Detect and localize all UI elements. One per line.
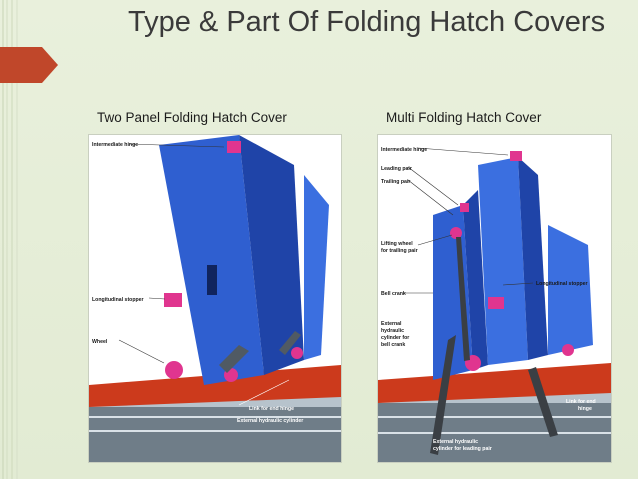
hinge-icon [227, 141, 241, 153]
label-ext-1: External [381, 321, 402, 327]
label-lifting-wheel-2: for trailing pair [381, 248, 418, 254]
label-ext-2: hydraulic [381, 328, 404, 334]
label-longitudinal-stopper-multi: Longitudinal stopper [536, 281, 588, 287]
two-panel-hatch-image: Intermediate hinge Longitudinal stopper … [88, 134, 342, 463]
label-longitudinal-stopper: Longitudinal stopper [92, 297, 144, 303]
caption-multi-folding: Multi Folding Hatch Cover [386, 110, 542, 125]
label-trailing-pair: Trailing pair [381, 179, 410, 185]
label-ext-3: cylinder for [381, 335, 409, 341]
caption-two-panel: Two Panel Folding Hatch Cover [97, 110, 287, 125]
label-leading-pair: Leading pair [381, 166, 412, 172]
slide-title: Type & Part Of Folding Hatch Covers [128, 6, 606, 38]
label-intermediate-hinge-multi: Intermediate hinge [381, 147, 427, 153]
multi-folding-hatch-image: Intermediate hinge Leading pair Trailing… [377, 134, 612, 463]
arrow-pentagon-icon [0, 47, 58, 83]
label-wheel: Wheel [92, 339, 108, 345]
label-link-end-hinge: Link for end hinge [249, 406, 294, 412]
label-intermediate-hinge: Intermediate hinge [92, 142, 138, 148]
label-bell-crank: Bell crank [381, 291, 406, 297]
label-ext-4: bell crank [381, 342, 405, 348]
label-lifting-wheel: Lifting wheel [381, 241, 413, 247]
label-ext-lead-1: External hydraulic [433, 439, 478, 445]
label-link-end-1: Link for end [566, 399, 596, 405]
label-external-hydraulic: External hydraulic cylinder [237, 418, 303, 424]
label-ext-lead-2: cylinder for leading pair [433, 446, 492, 452]
label-link-end-2: hinge [578, 406, 592, 412]
